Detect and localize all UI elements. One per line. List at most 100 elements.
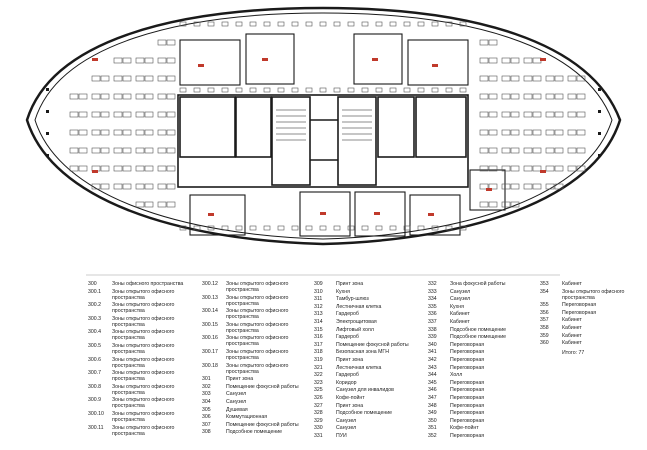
room-code: 300.10 [88,410,104,417]
room-name: ПУИ [336,432,347,439]
furniture-layout [69,21,586,231]
room-name: Зоны открытого офисного пространства [226,362,289,375]
room-code: 356 [540,309,549,316]
room-name: Зоны открытого офисного пространства [112,329,175,342]
room-name: Зоны открытого офисного пространства [226,281,289,293]
room-code: 307 [202,421,211,428]
room-name: Помещение фокусной работы [336,341,409,348]
room-code: 300.11 [88,424,104,431]
room-code: 342 [428,356,437,363]
room-name: Санузел [226,391,247,398]
room-code: 319 [314,356,323,363]
room-code: 332 [428,281,437,287]
room-name: Зоны открытого офисного пространства [226,335,289,348]
legend-row: 300.9 Зоны открытого офисного пространств… [88,397,192,409]
room-code: 336 [428,311,437,318]
legend-row: 331 ПУИ [314,433,418,439]
room-code: 303 [202,391,211,398]
legend-row: 300.18 Зоны открытого офисного пространст… [202,363,302,375]
room-name: Принт зона [336,281,364,287]
room-name: Зоны открытого офисного пространства [226,308,289,321]
stair-hatching [276,109,372,141]
room-name: Подсобное помещение [450,326,506,333]
building-outline [25,6,622,246]
room-name: Кабинет [562,317,582,324]
room-name: Тамбур-шлюз [336,296,369,303]
room-name: Переговорная [450,417,485,424]
room-code: 300.18 [202,362,218,369]
room-name: Подсобное помещение [336,410,392,417]
legend-total: Итого: 77 [562,350,585,356]
room-code: 300.3 [88,315,101,322]
legend-row: 300.13 Зоны открытого офисного пространст… [202,295,302,307]
room-code: 300.16 [202,335,218,342]
room-name: Зоны открытого офисного пространства [226,294,289,307]
room-name: Зона фокусной работы [450,281,506,287]
legend-row: 332 Зона фокусной работы [428,281,528,287]
legend-row: 300.16 Зоны открытого офисного пространст… [202,335,302,347]
room-name: Санузел [336,417,357,424]
legend-row: 333 Санузел [428,289,528,295]
room-code: 300.17 [202,348,218,355]
room-code: 300.4 [88,329,101,336]
room-code: 355 [540,302,549,309]
room-name: Зоны открытого офисного пространства [112,397,175,410]
room-name: Коммутационная [226,414,268,421]
room-name: Гардероб [336,311,359,318]
legend-row: 303 Санузел [202,391,302,397]
room-code: 300.15 [202,321,218,328]
room-code: 326 [314,394,323,401]
room-name: Переговорная [450,410,485,417]
room-code: 300.9 [88,397,101,404]
room-name: Зоны открытого офисного пространства [112,315,175,328]
room-name: Переговорная [450,364,485,371]
room-name: Помещение фокусной работы [226,383,299,390]
room-code: 314 [314,318,323,325]
room-code: 302 [202,383,211,390]
room-code: 312 [314,303,323,310]
room-code: 335 [428,303,437,310]
room-name: Зоны открытого офисного пространства [562,288,625,301]
legend-row: 302 Помещение фокусной работы [202,384,302,390]
room-code: 347 [428,394,437,401]
room-name: Переговорная [450,432,485,439]
legend-row: 300.4 Зоны открытого офисного пространств… [88,329,192,341]
room-code: 313 [314,311,323,318]
room-name: Санузел [336,425,357,432]
room-name: Помещение фокусной работы [226,421,299,428]
room-name: Санузел [450,288,471,295]
room-code: 310 [314,288,323,295]
room-name: Переговорная [450,387,485,394]
room-code: 300.13 [202,294,218,301]
legend-row: 307 Помещение фокусной работы [202,422,302,428]
room-code: 333 [428,288,437,295]
room-code: 350 [428,417,437,424]
room-name: Переговорная [450,402,485,409]
room-code: 300.8 [88,383,101,390]
room-code: 331 [314,432,323,439]
